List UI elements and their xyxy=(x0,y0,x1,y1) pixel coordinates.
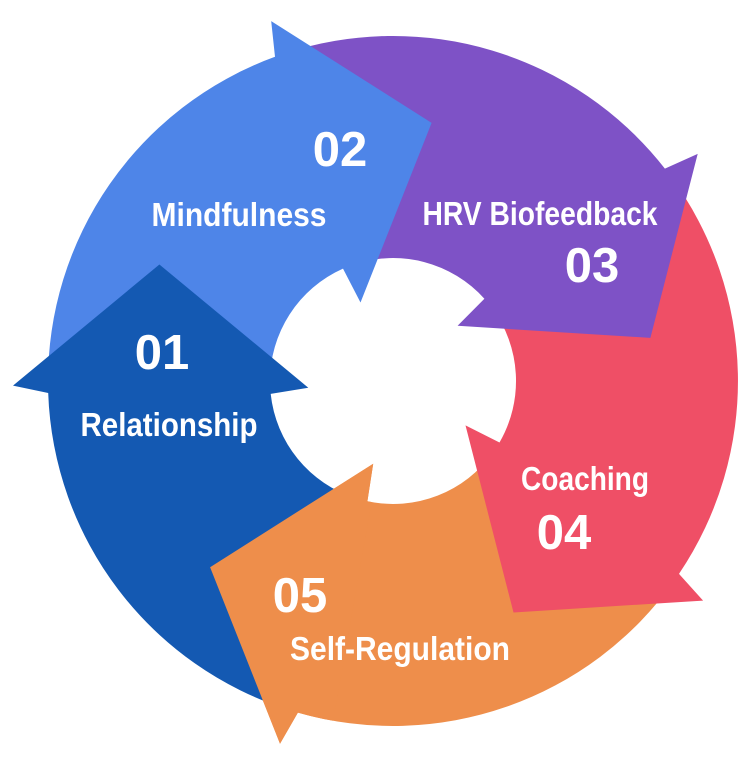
segment-number-05: 05 xyxy=(273,569,328,623)
segment-label-02: Mindfulness xyxy=(152,196,327,233)
segment-arrow-05-head xyxy=(210,463,374,744)
segment-label-05: Self-Regulation xyxy=(290,630,510,667)
segment-label-03: HRV Biofeedback xyxy=(423,195,659,232)
segment-number-03: 03 xyxy=(565,239,620,293)
segment-number-04: 04 xyxy=(537,506,592,560)
segment-label-04: Coaching xyxy=(521,460,649,497)
segment-number-01: 01 xyxy=(135,326,190,380)
segment-label-01: Relationship xyxy=(81,406,258,443)
segment-number-02: 02 xyxy=(313,123,368,177)
